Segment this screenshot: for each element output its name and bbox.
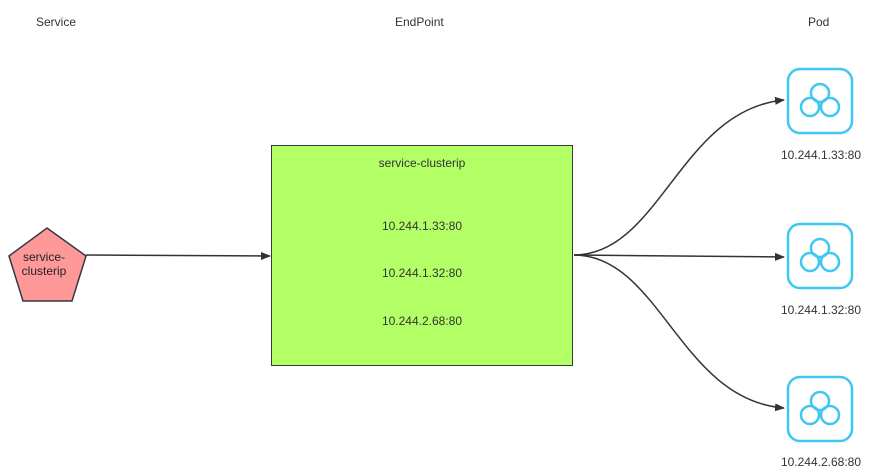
- pod-3-ip: 10.244.2.68:80: [780, 455, 862, 469]
- column-header-pod: Pod: [808, 15, 830, 29]
- endpoint-box[interactable]: service-clusterip 10.244.1.33:80 10.244.…: [271, 145, 573, 366]
- pod-3-icon[interactable]: [786, 375, 854, 443]
- column-header-service: Service: [36, 15, 77, 29]
- service-label-line1: service-: [22, 250, 65, 264]
- endpoint-ip-1: 10.244.1.33:80: [381, 219, 463, 233]
- pod-1-ip: 10.244.1.33:80: [780, 148, 862, 162]
- edge-endpoint-to-pod-3: [573, 254, 785, 412]
- endpoint-title: service-clusterip: [378, 156, 466, 170]
- service-node-shape[interactable]: [8, 227, 87, 302]
- endpoint-ip-2: 10.244.1.32:80: [381, 266, 463, 280]
- edge-endpoint-to-pod-1: [573, 96, 785, 256]
- pod-2-icon[interactable]: [786, 222, 854, 290]
- endpoint-ip-3: 10.244.2.68:80: [381, 314, 463, 328]
- service-node-label: service- clusterip: [14, 250, 74, 278]
- service-label-line2: clusterip: [21, 264, 67, 278]
- edge-endpoint-to-pod-2: [573, 252, 785, 261]
- pod-1-icon[interactable]: [786, 67, 854, 135]
- edge-service-to-endpoint: [85, 251, 271, 260]
- pod-2-ip: 10.244.1.32:80: [780, 303, 862, 317]
- column-header-endpoint: EndPoint: [395, 15, 444, 29]
